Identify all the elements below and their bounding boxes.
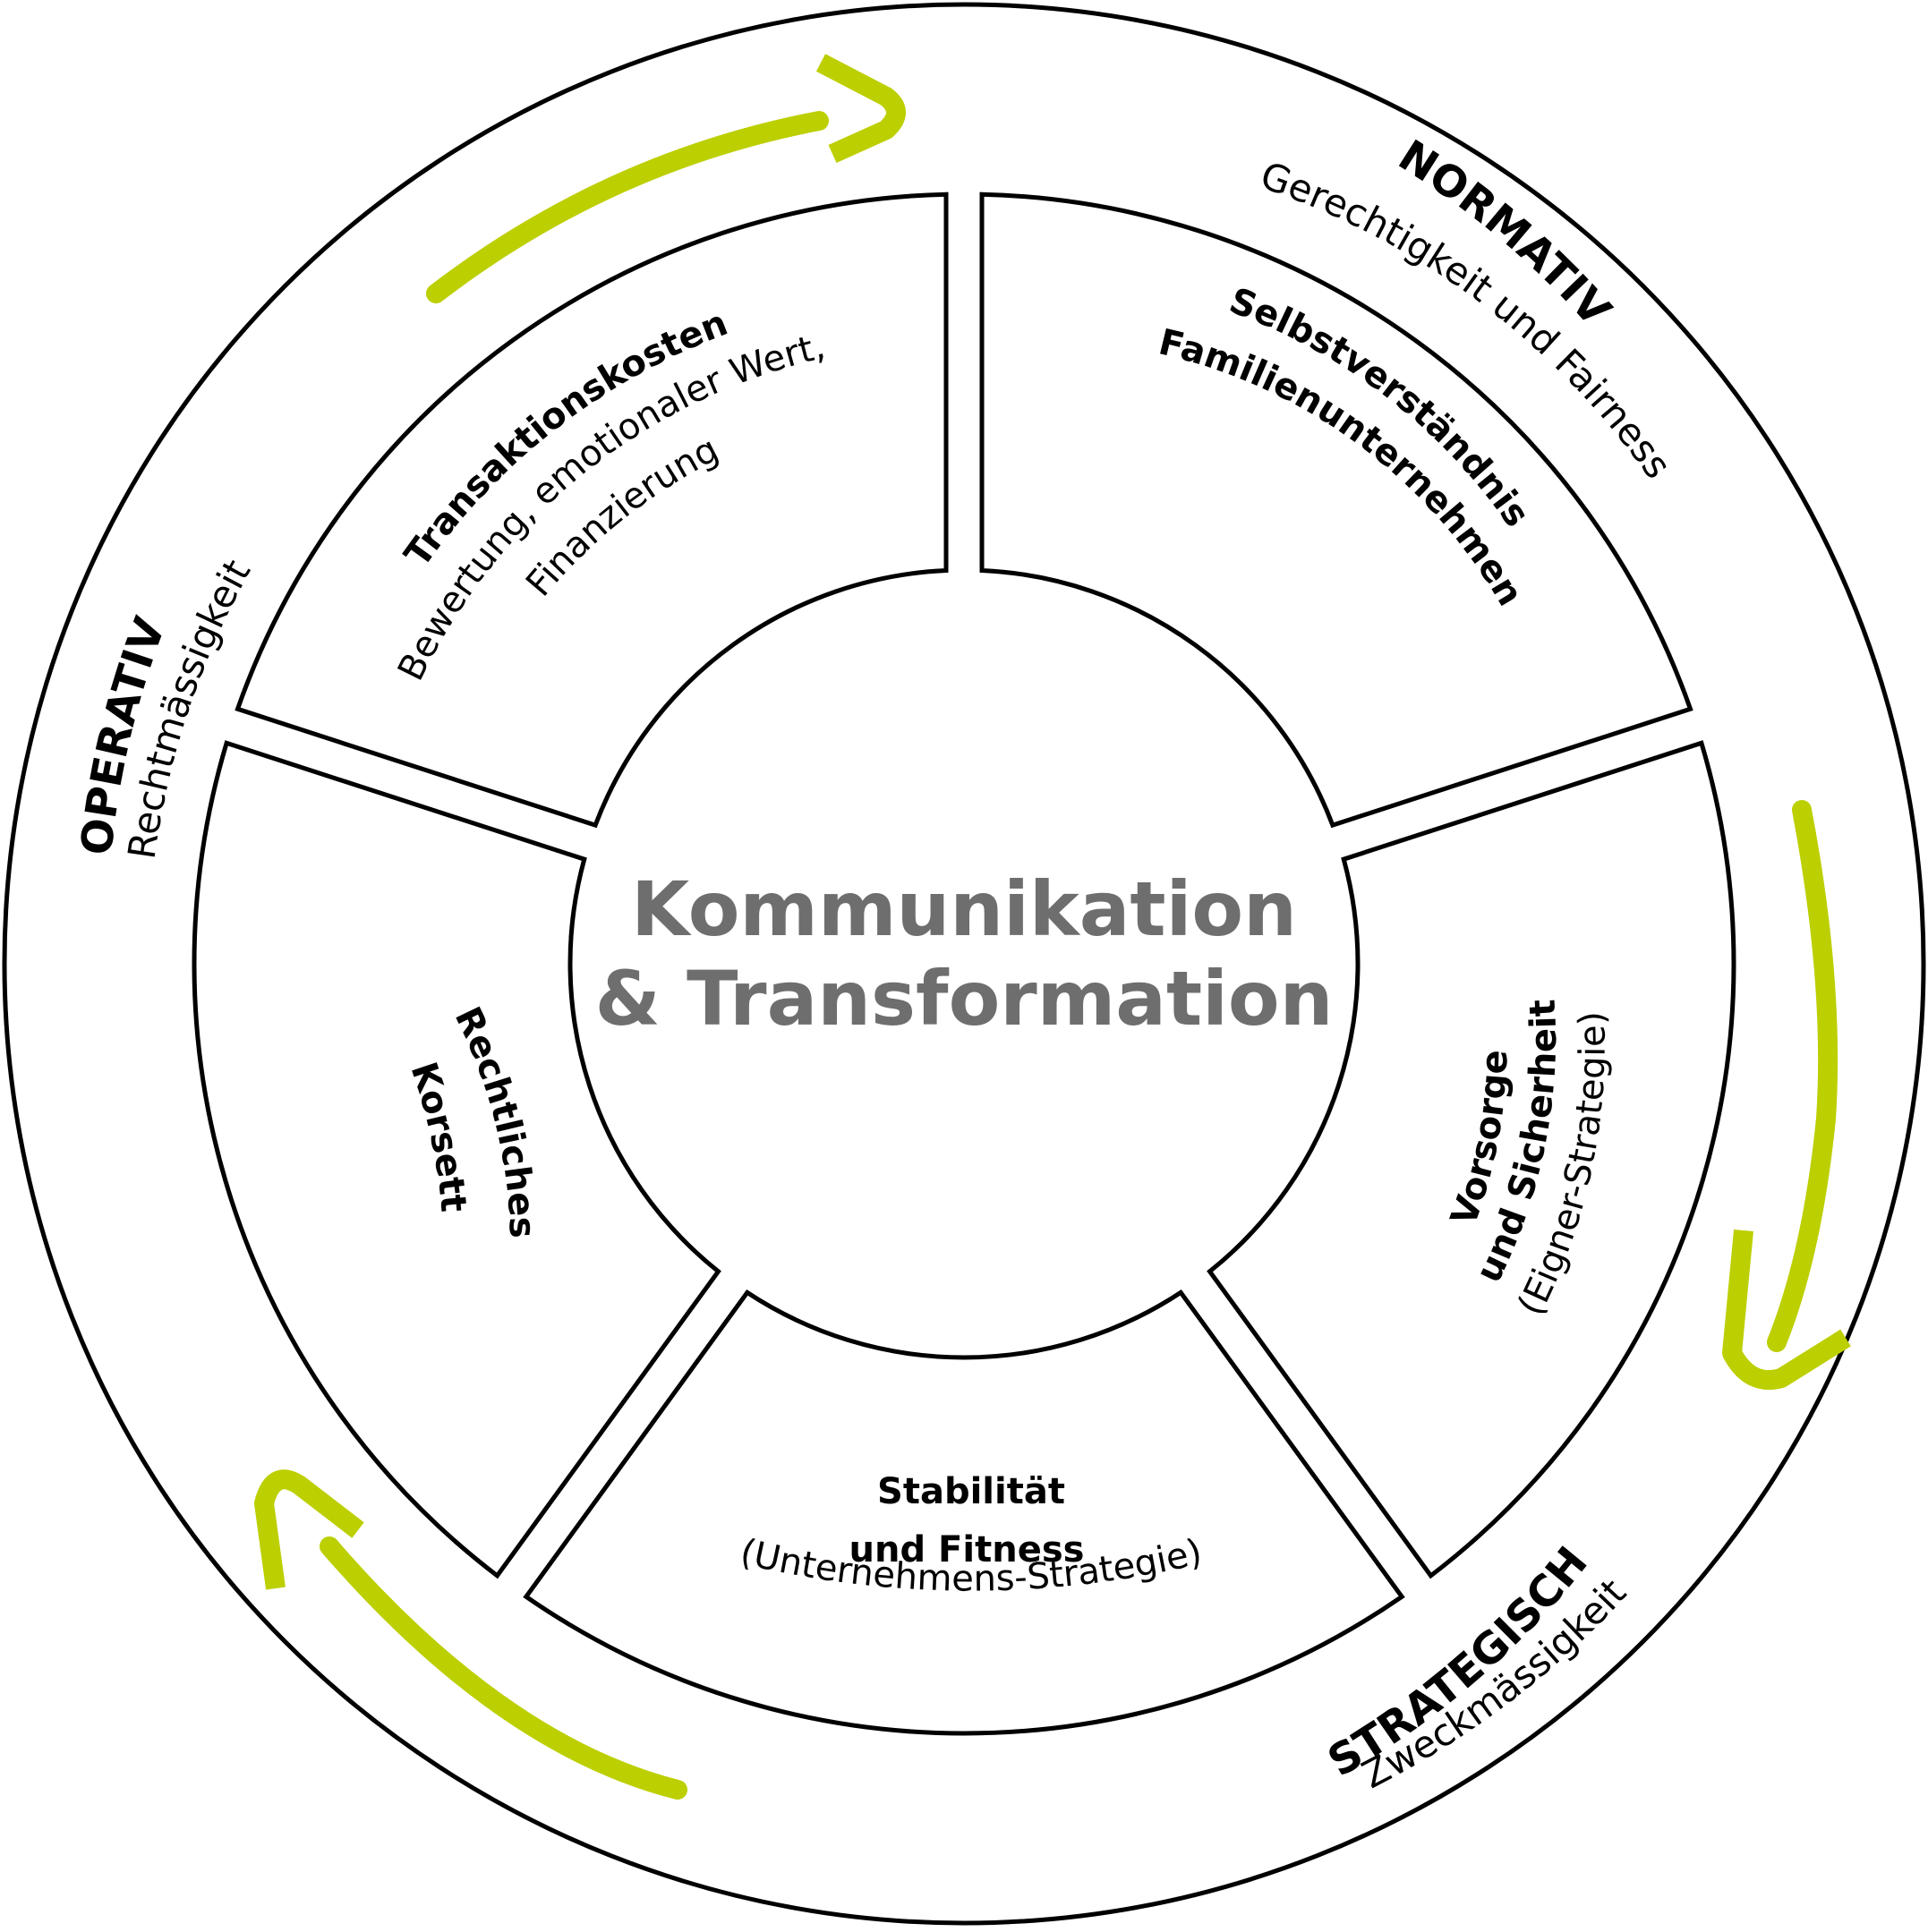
segment-selbstverstaendnis bbox=[979, 191, 1693, 829]
arrow-shaft bbox=[426, 111, 829, 303]
hub-title-line1: Kommunikation bbox=[631, 865, 1297, 953]
segment-rechtliches bbox=[192, 740, 721, 1579]
arrow-shaft bbox=[320, 1536, 687, 1800]
arrow-bottom-left-icon bbox=[254, 1469, 687, 1800]
arrow-top-icon bbox=[426, 54, 906, 303]
segment-vorsorge bbox=[1207, 740, 1736, 1579]
arrows-group bbox=[254, 54, 1851, 1800]
arrow-right-icon bbox=[1722, 800, 1851, 1391]
arrow-head bbox=[254, 1469, 364, 1590]
arrow-head bbox=[815, 54, 906, 164]
hub-title-line2: & Transformation bbox=[595, 955, 1334, 1043]
segment-stabilitaet-line2: und Fitness bbox=[849, 1529, 1085, 1570]
segment-stabilitaet bbox=[523, 1289, 1405, 1736]
arrow-shaft bbox=[1767, 800, 1838, 1352]
segment-transaktionskosten bbox=[235, 191, 949, 829]
arrow-head bbox=[1722, 1229, 1851, 1391]
segment-stabilitaet-line1: Stabilität bbox=[877, 1471, 1065, 1512]
segments-group bbox=[192, 191, 1736, 1736]
